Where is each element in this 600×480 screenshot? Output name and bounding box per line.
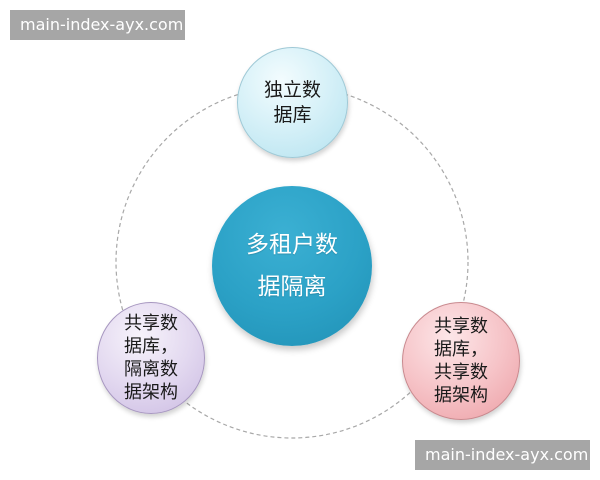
node-label-line: 共享数 bbox=[434, 316, 488, 337]
node-shared-db-isolated-schema: 共享数 据库， 隔离数 据架构 bbox=[97, 302, 205, 414]
node-shared-db-shared-schema: 共享数 据库， 共享数 据架构 bbox=[402, 302, 520, 420]
node-label-line: 隔离数 bbox=[124, 359, 178, 380]
node-label-line: 共享数 bbox=[124, 313, 178, 334]
watermark-top: main-index-ayx.com bbox=[10, 10, 185, 40]
center-label-line: 据隔离 bbox=[257, 274, 327, 300]
node-label-line: 据架构 bbox=[124, 382, 178, 403]
watermark-bottom: main-index-ayx.com bbox=[415, 440, 590, 470]
node-label-line: 据库， bbox=[124, 336, 178, 357]
node-label-line: 共享数 bbox=[434, 362, 488, 383]
node-label-line: 独立数 bbox=[263, 78, 321, 101]
node-label-line: 据库， bbox=[434, 339, 488, 360]
node-label-line: 据架构 bbox=[434, 385, 488, 406]
node-independent-database: 独立数 据库 bbox=[237, 47, 348, 158]
node-multi-tenant-isolation: 多租户数 据隔离 bbox=[212, 186, 372, 346]
node-label-line: 据库 bbox=[273, 103, 312, 126]
center-label-line: 多租户数 bbox=[246, 232, 338, 258]
